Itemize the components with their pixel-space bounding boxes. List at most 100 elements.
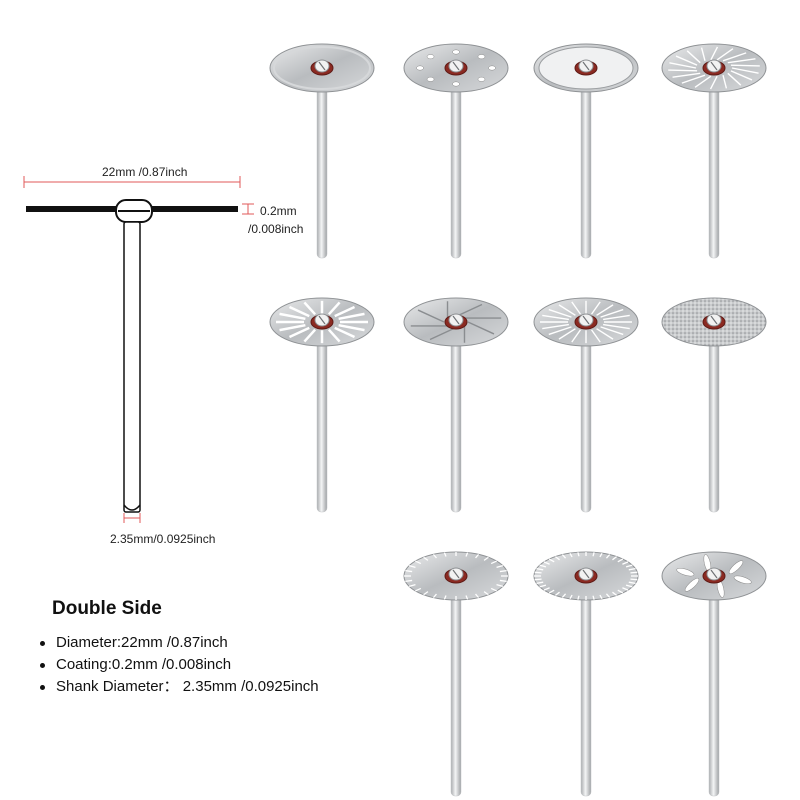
disc-mandrel-serrated [533,551,639,797]
disc-tooth [628,581,636,585]
disc-slot [303,328,317,343]
screw-slot [582,61,590,71]
disc-mandrel-swirl [403,297,509,513]
spec-item-coating: Coating:0.2mm /0.008inch [40,654,319,676]
screw-slot [582,569,590,579]
disc-tooth [475,553,480,559]
disc-tooth [483,591,489,596]
disc-slot [334,305,356,318]
disc-tooth [490,587,497,592]
disc-slot [303,301,317,316]
disc-mandrel-turbo [661,43,767,259]
disc-tooth [548,589,555,594]
disc-tooth [622,587,629,591]
screw-slot [710,315,718,325]
disc-mandrel-holes [403,43,509,259]
disc-mandrel-solid-rim [269,43,375,259]
shank-tip [123,504,141,511]
shank [450,67,462,259]
disc-tooth [405,570,413,573]
disc-tooth [592,595,595,600]
disc-slot [730,70,753,81]
disc-slot [279,323,306,332]
disc-slot [669,62,697,69]
diameter-label: 22mm /0.87inch [102,165,188,179]
coating-label-top: 0.2mm [260,204,297,218]
disc-slot [731,67,759,74]
disc-slot [709,75,718,90]
disc-tooth [599,552,603,558]
disc-tooth [408,584,416,588]
disc-tooth [605,554,611,559]
shank [316,321,328,513]
specs-panel: Double Side Diameter:22mm /0.87inch Coat… [40,598,319,698]
disc-tooth [496,584,504,588]
disc-slot [730,64,760,67]
disc-tooth [625,564,633,568]
shank-side-view [123,221,141,513]
disc-mandrel-plain [533,43,639,259]
disc-slot [716,48,734,61]
disc-grid [269,43,767,797]
disc-slot [571,329,582,343]
shank [708,575,720,797]
disc-tooth [499,579,507,582]
disc-slot [288,326,310,339]
disc-tooth [536,567,544,571]
disc-slot [676,567,695,577]
disc-hole [416,65,424,71]
disc-tooth [483,556,489,561]
disc-slot [694,75,712,88]
disc-slot [722,52,747,62]
disc-tooth [405,579,413,582]
disc-tooth [622,561,629,565]
disc-tooth [443,552,447,557]
disc-mandrel-oval-holes [661,551,767,797]
shank [580,321,592,513]
disc-tooth [577,552,580,557]
disc-slot [722,74,728,89]
disc-slot [334,326,356,339]
disc-tooth [539,564,547,568]
disc-slot [728,560,744,574]
disc-slot [467,321,495,335]
disc-tooth [415,587,422,592]
disc-tooth [539,584,547,588]
disc-tooth [555,556,560,561]
disc-slot [672,72,701,78]
disc-slot [700,47,706,62]
disc-tooth [432,593,437,599]
disc-slot [542,314,569,321]
disc-slot [733,575,752,585]
disc-slot [590,329,601,343]
disc-slot [279,312,306,321]
disc-slot [548,308,572,318]
disc-tooth [599,594,603,600]
specs-list: Diameter:22mm /0.87inch Coating:0.2mm /0… [40,632,319,698]
disc-tooth [605,593,611,598]
disc-slot [338,312,365,321]
disc-tooth [534,571,542,574]
spec-item-diameter: Diameter:22mm /0.87inch [40,632,319,654]
disc-tooth [612,591,617,596]
disc-slot [596,328,614,340]
shank [450,575,462,797]
disc-slot [600,326,624,336]
disc-slot [596,304,614,316]
coating-label-bottom: /0.008inch [248,222,304,236]
screw-slot [452,61,460,71]
disc-tooth [534,578,542,581]
shank-diameter-label: 2.35mm/0.0925inch [110,532,216,546]
disc-tooth [490,560,497,565]
disc-slot [668,69,698,72]
disc-slot [710,46,719,61]
disc-slot [417,309,445,323]
spec-item-shank: Shank Diameter： 2.35mm /0.0925inch [40,676,319,698]
disc-mandrel-radial-slots-dense [533,297,639,513]
disc-tooth [561,593,567,598]
disc-tooth [625,584,633,588]
disc-slot [327,328,341,343]
screw-slot [318,315,326,325]
disc-slot [558,304,576,316]
shank [708,321,720,513]
